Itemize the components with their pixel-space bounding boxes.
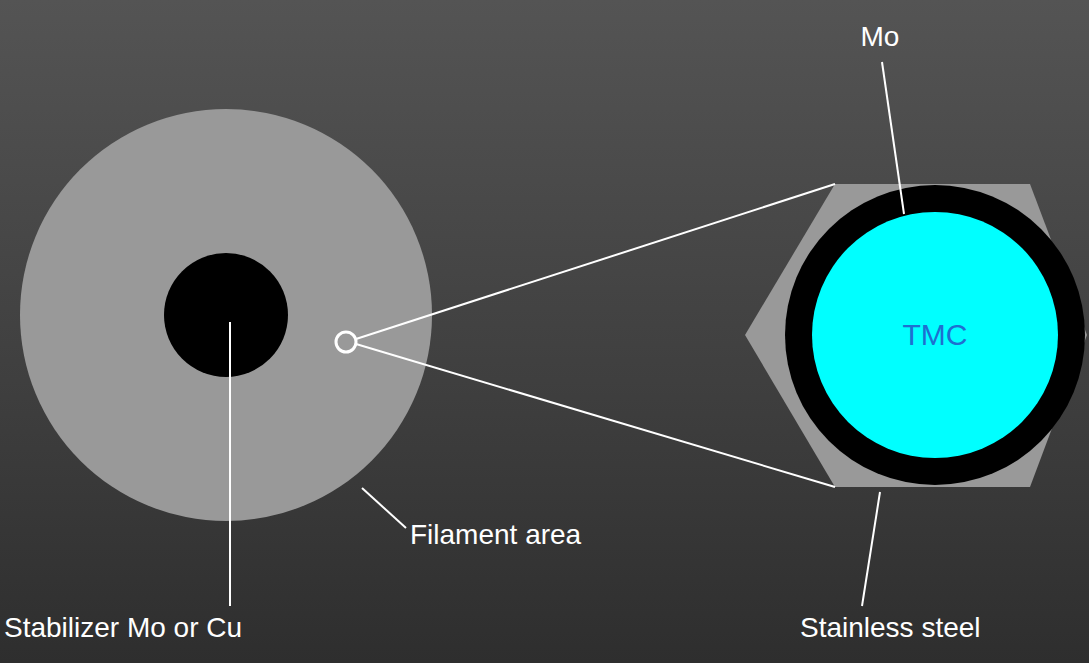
filament-marker bbox=[336, 332, 356, 352]
leader-line bbox=[862, 492, 880, 606]
tmc-core: TMC bbox=[812, 212, 1058, 458]
steel-hexagon bbox=[745, 184, 1087, 487]
stabilizer-label: Stabilizer Mo or Cu bbox=[4, 613, 242, 644]
mo-label: Mo bbox=[861, 22, 900, 53]
mo-barrier bbox=[785, 185, 1085, 485]
stainless-steel-label: Stainless steel bbox=[800, 613, 981, 644]
filament-area-disc bbox=[20, 109, 432, 521]
stabilizer-core bbox=[164, 253, 288, 377]
zoom-line bbox=[356, 184, 835, 339]
leader-line bbox=[882, 62, 904, 214]
zoom-line bbox=[356, 344, 835, 487]
leader-line bbox=[362, 488, 406, 528]
leader-line bbox=[229, 322, 231, 606]
filament-area-label: Filament area bbox=[410, 520, 581, 551]
core-label: TMC bbox=[903, 318, 968, 352]
